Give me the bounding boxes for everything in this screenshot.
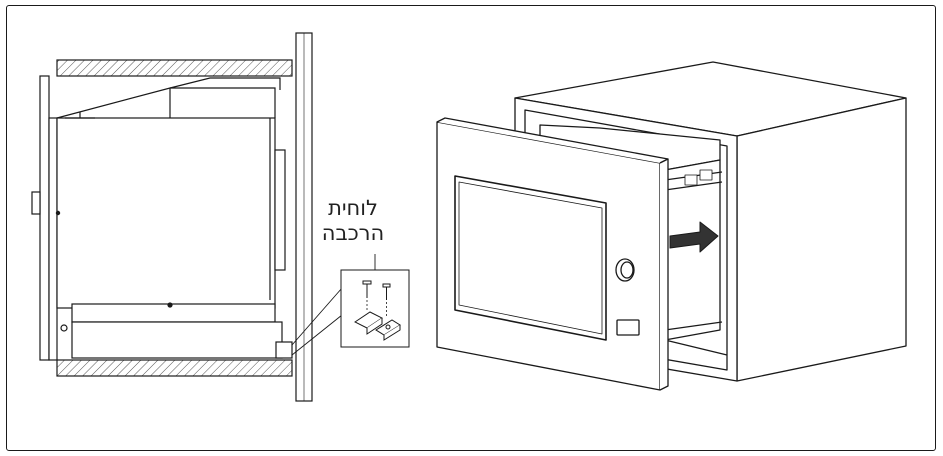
- mounting-plate-detail: [340, 269, 410, 348]
- side-section-view: [31, 32, 313, 402]
- diagram-frame: [6, 5, 936, 451]
- oven-button: [616, 319, 640, 336]
- direction-arrow-icon: [669, 221, 719, 253]
- mounting-bracket-icon: [354, 311, 401, 341]
- callout-leaders: [291, 254, 376, 356]
- callout-line-2: הרכבה: [321, 221, 385, 245]
- isometric-view: [436, 61, 907, 391]
- top-cabinet-panel: [56, 59, 293, 77]
- cabinet-right-side: [736, 97, 907, 382]
- mounting-plate-label: לוחית הרכבה: [318, 197, 388, 247]
- bottom-cabinet-panel: [56, 359, 293, 377]
- oven-base: [71, 303, 276, 323]
- oven-front-panel: [39, 75, 50, 361]
- knob-icon: [615, 258, 635, 282]
- callout-line-1: לוחית: [328, 196, 378, 220]
- screw-icon: [362, 280, 391, 300]
- oven-body: [56, 117, 276, 309]
- mounting-plate-position: [275, 341, 293, 359]
